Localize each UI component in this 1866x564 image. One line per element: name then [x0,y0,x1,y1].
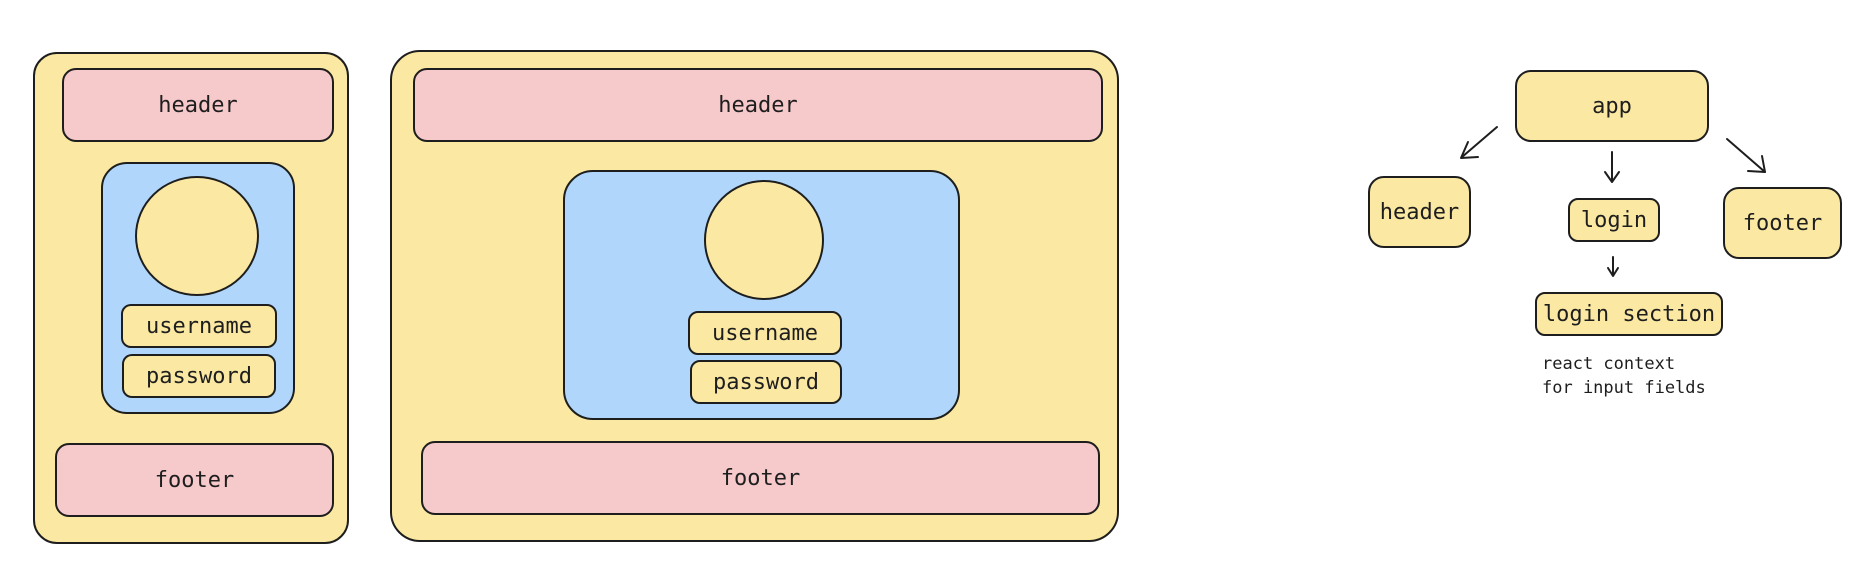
tree-node-footer: footer [1723,187,1842,259]
arrowhead-login-to-login-section [1607,267,1619,277]
mobile-header: header [62,68,334,142]
mobile-username-field: username [121,304,277,348]
desktop-username-field: username [688,311,842,355]
desktop-footer: footer [421,441,1100,515]
tree-note-line-1: react context [1542,354,1676,374]
arrowhead-app-to-login [1604,171,1620,183]
tree-node-header: header [1368,176,1471,248]
tree-note-line-2: for input fields [1542,378,1706,398]
arrowhead-app-to-header [1460,141,1479,159]
mobile-footer: footer [55,443,334,517]
tree-node-login-section: login section [1535,292,1723,336]
mobile-password-field: password [122,354,276,398]
desktop-avatar [704,180,824,300]
tree-node-login: login [1568,198,1660,242]
desktop-password-field: password [690,360,842,404]
desktop-header: header [413,68,1103,142]
arrow-app-to-header [1461,126,1498,158]
arrowhead-app-to-footer [1747,155,1766,173]
tree-node-app: app [1515,70,1709,142]
arrow-app-to-footer [1726,138,1766,173]
mobile-avatar [135,176,259,296]
tree-note: react context for input fields [1542,352,1706,400]
